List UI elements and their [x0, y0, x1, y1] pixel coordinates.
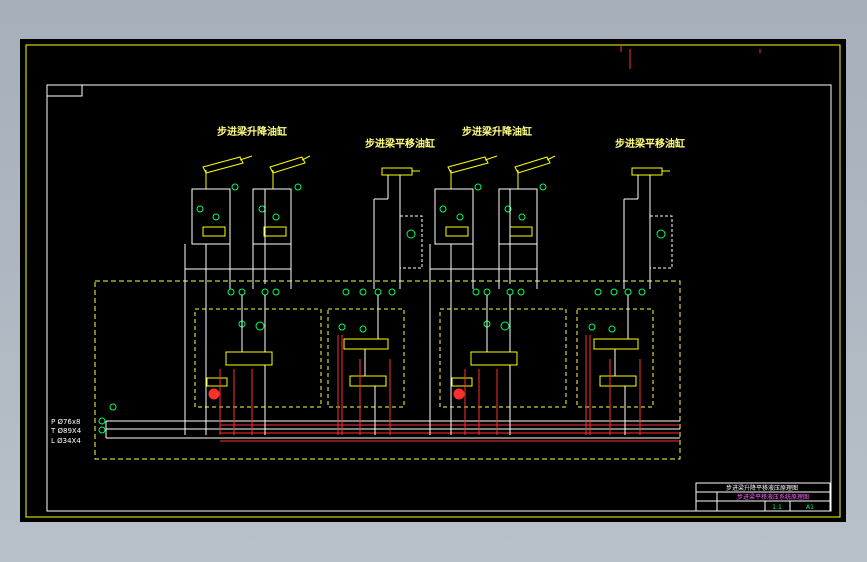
title-shift-cylinder-2: 步进梁平移油缸 [615, 137, 685, 150]
shift-module-2-box [576, 308, 654, 408]
shift-sensor-box-1 [399, 215, 423, 269]
shift-valve-1b [349, 375, 387, 387]
shift-valve-2 [593, 338, 639, 350]
shift-sensor-2 [656, 229, 666, 239]
lift-valve-block-1a [191, 188, 231, 245]
shift-sensor-1 [406, 229, 416, 239]
pipe-p-port [98, 417, 106, 425]
shift-cylinder-1 [381, 167, 420, 176]
pressure-lines [220, 424, 680, 442]
shift-group-1-manifold-lines [364, 295, 379, 435]
title-block-sheet: A1 [806, 504, 814, 511]
lift-valve-1a [202, 226, 226, 237]
shift-group-2-lines [623, 175, 651, 289]
lift-group-2-lines [429, 189, 538, 435]
lift-cylinder-2a [447, 155, 498, 189]
title-shift-cylinder-1: 步进梁平移油缸 [365, 137, 435, 150]
shift-valve-2b [599, 375, 637, 387]
hydraulic-schematic: 步进梁升降油缸 步进梁平移油缸 步进梁升降油缸 步进梁平移油缸 [25, 44, 841, 518]
pipe-label-t: T Ø89X4 [50, 427, 82, 435]
shift-valve-1 [343, 338, 389, 350]
shift-module-1-box [327, 308, 405, 408]
shift-group-1 [337, 167, 423, 435]
lift-module-1-box [194, 308, 322, 408]
main-pipelines [105, 420, 680, 439]
lift-accumulator-1 [208, 388, 220, 400]
lift-group-2-gauges [439, 183, 547, 221]
manifold-boundary [94, 280, 681, 460]
lift-module-2-box [439, 308, 567, 408]
title-lift-cylinder-1: 步进梁升降油缸 [217, 125, 287, 138]
lift-cylinder-2b [514, 155, 556, 189]
lift-valve-2b [509, 226, 533, 237]
lift-valve-block-1b [252, 188, 292, 245]
shift-group-1-lines [373, 175, 401, 289]
shift-cylinder-2 [631, 167, 670, 176]
frame-tag-box [46, 84, 83, 97]
inner-frame [46, 84, 832, 512]
lift-valve-block-2a [434, 188, 474, 245]
lift-group-1-pressure [219, 369, 253, 435]
lift-valve-2a [445, 226, 469, 237]
drawing-sheet: 步进梁升降油缸 步进梁平移油缸 步进梁升降油缸 步进梁平移油缸 [20, 39, 846, 522]
lift-group-2 [429, 155, 556, 435]
lift-servo-valve-1 [225, 351, 273, 366]
shift-group-2 [585, 167, 673, 435]
lift-group-1-lines [184, 189, 292, 435]
title-block-row1: 步进梁升降平移液压原理图 [726, 484, 798, 492]
lift-servo-valve-2 [470, 351, 518, 366]
outer-frame [25, 44, 841, 518]
lift-valve-1b [263, 226, 287, 237]
lift-accumulator-2 [453, 388, 465, 400]
shift-group-2-manifold-lines [614, 295, 629, 435]
pipe-l-port [109, 403, 117, 411]
pipe-t-port [98, 426, 106, 434]
title-block: 步进梁升降平移液压原理图 步进梁平移液压系统原理图 1:1 A1 [695, 482, 831, 512]
title-block-row2: 步进梁平移液压系统原理图 [737, 493, 809, 501]
title-lift-cylinder-2: 步进梁升降油缸 [462, 125, 532, 138]
shift-sensor-box-2 [649, 215, 673, 269]
shift-group-2-pressure [585, 335, 641, 435]
pipe-label-l: L Ø34X4 [51, 437, 81, 445]
lift-group-1-manifold-lines [241, 295, 266, 435]
lift-pump-block-2 [451, 377, 473, 387]
lift-valve-block-2b [498, 188, 538, 245]
shift-group-1-pressure [337, 335, 391, 435]
lift-group-1-gauges [196, 183, 302, 221]
lift-group-2-pressure [464, 369, 498, 435]
lift-group-1 [184, 155, 311, 435]
shift-manifold-1-ports [338, 288, 396, 333]
lift-cylinder-1b [269, 155, 311, 189]
lift-pump-block-1 [206, 377, 228, 387]
title-block-scale: 1:1 [772, 504, 782, 511]
lift-group-2-manifold-lines [486, 295, 511, 435]
shift-manifold-2-ports [588, 288, 646, 333]
top-marks [620, 46, 761, 69]
lift-cylinder-1a [202, 155, 253, 189]
pipe-label-p: P Ø76x8 [51, 418, 80, 426]
